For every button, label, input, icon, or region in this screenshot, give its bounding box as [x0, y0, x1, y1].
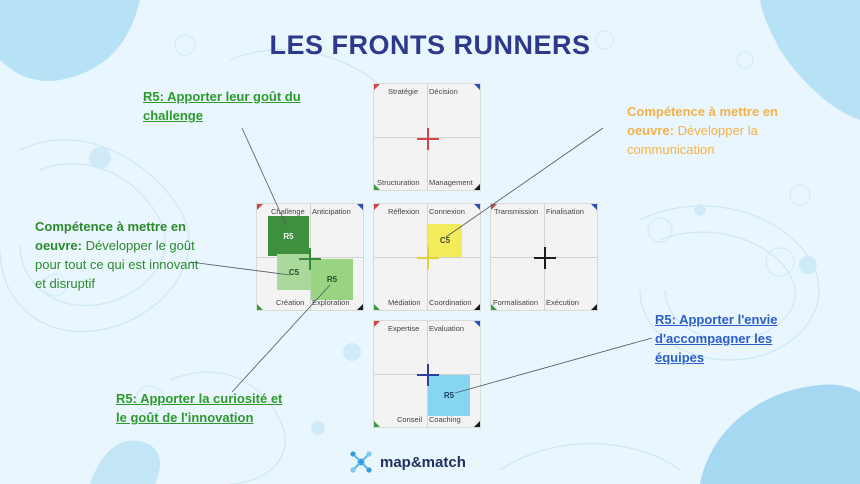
corner-marker-blue — [474, 321, 480, 327]
quadrant-label: Formalisation — [493, 298, 539, 307]
annotation-competence-innovation: Compétence à mettre en oeuvre: Développe… — [35, 217, 205, 293]
page-title: LES FRONTS RUNNERS — [269, 30, 591, 60]
logo-text: map&match — [380, 453, 466, 471]
corner-marker-black — [357, 304, 363, 310]
quadrant-label: Réflexion — [388, 207, 420, 216]
corner-marker-black — [474, 304, 480, 310]
corner-marker-green — [374, 421, 380, 427]
corner-marker-red — [374, 84, 380, 90]
map-match-logo-icon — [350, 451, 372, 473]
corner-marker-blue — [474, 204, 480, 210]
corner-marker-black — [591, 304, 597, 310]
quadrant-label: Management — [429, 178, 473, 187]
quadrant-label: Finalisation — [546, 207, 584, 216]
annotation-competence-communication: Compétence à mettre en oeuvre: Développe… — [627, 102, 802, 159]
quadrant-label: Création — [276, 298, 305, 307]
crosshair-yellow — [417, 247, 439, 269]
logo: map&match — [348, 449, 466, 475]
quadrant-label: Structuration — [377, 178, 420, 187]
quadrant-left: Challenge Anticipation Création Explorat… — [256, 203, 364, 311]
quadrant-label: Coordination — [429, 298, 472, 307]
quadrant-right: Transmission Finalisation Formalisation … — [490, 203, 598, 311]
quadrant-label: Stratégie — [388, 87, 419, 96]
annotation-text: Développer le goût pour tout ce qui est … — [35, 238, 199, 291]
annotation-r5-challenge[interactable]: R5: Apporter leur goût du challenge — [143, 89, 301, 123]
quadrant-label: Connexion — [429, 207, 465, 216]
annotation-bold: Compétence à mettre en oeuvre: — [35, 219, 186, 253]
annotation-bold: Compétence à mettre en oeuvre: — [627, 104, 778, 138]
corner-marker-green — [374, 304, 380, 310]
quadrant-label: Décision — [429, 87, 458, 96]
quadrant-center: Réflexion Connexion Médiation Coordinati… — [373, 203, 481, 311]
quadrant-label: Conseil — [397, 415, 423, 424]
corner-marker-blue — [591, 204, 597, 210]
crosshair-black — [534, 247, 556, 269]
quadrant-label: Evaluation — [429, 324, 465, 333]
quadrant-label: Transmission — [494, 207, 539, 216]
corner-marker-red — [374, 204, 380, 210]
crosshair-red — [417, 128, 439, 150]
corner-marker-green — [491, 304, 497, 310]
corner-marker-green — [257, 304, 263, 310]
annotation-r5-curiosite[interactable]: R5: Apporter la curiosité et le goût de … — [116, 391, 283, 425]
corner-marker-black — [474, 421, 480, 427]
corner-marker-red — [374, 321, 380, 327]
quadrant-label: Expertise — [388, 324, 420, 333]
corner-marker-green — [374, 184, 380, 190]
quadrant-top: Stratégie Décision Structuration Managem… — [373, 83, 481, 191]
quadrant-label: Challenge — [271, 207, 305, 216]
corner-marker-blue — [474, 84, 480, 90]
quadrant-label: Exécution — [546, 298, 579, 307]
corner-marker-red — [257, 204, 263, 210]
crosshair-blue — [417, 364, 439, 386]
annotation-r5-equipes[interactable]: R5: Apporter l'envie d'accompagner les é… — [655, 312, 778, 365]
quadrant-bottom: Expertise Evaluation Conseil Coaching R5 — [373, 320, 481, 428]
crosshair-green — [299, 248, 321, 270]
quadrant-label: Coaching — [429, 415, 461, 424]
quadrant-label: Anticipation — [312, 207, 351, 216]
corner-marker-black — [474, 184, 480, 190]
annotation-text: Développer la communication — [627, 123, 758, 157]
quadrant-label: Médiation — [388, 298, 421, 307]
quadrant-label: Exploration — [312, 298, 350, 307]
corner-marker-blue — [357, 204, 363, 210]
